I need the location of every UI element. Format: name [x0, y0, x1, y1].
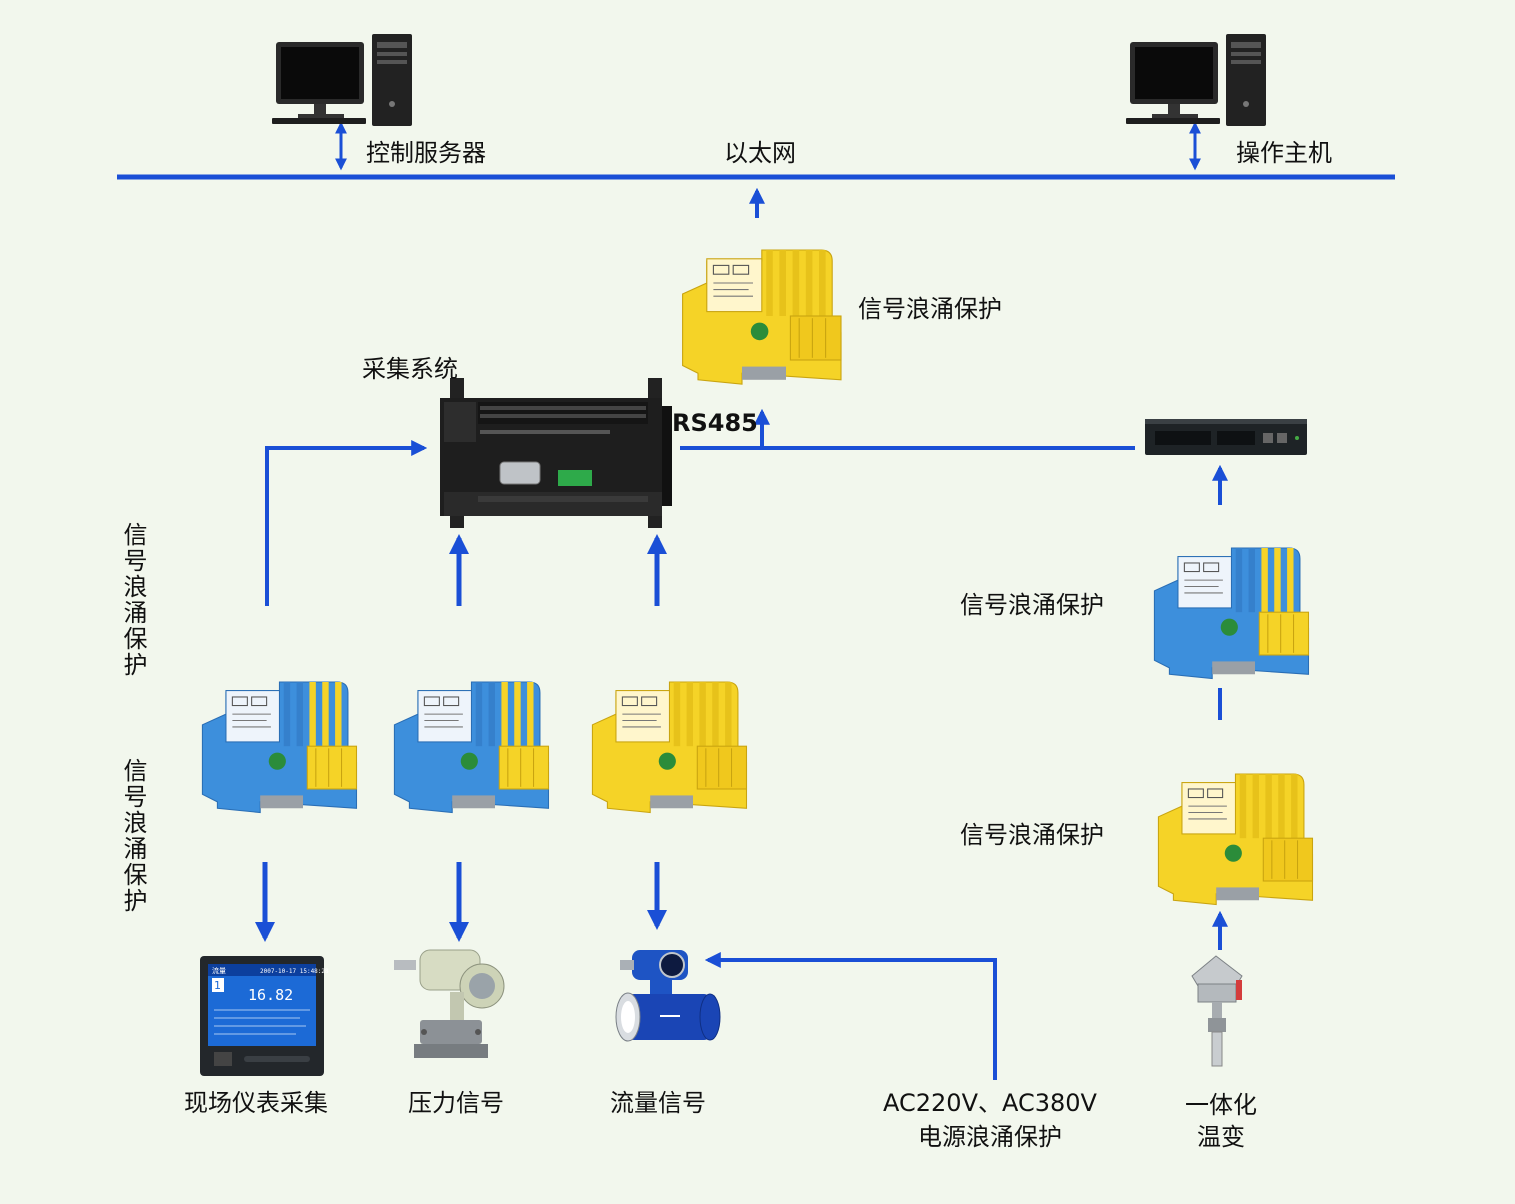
rs485-label: RS485: [672, 409, 758, 437]
right-lower-surge-protector-icon: [1157, 773, 1314, 906]
vertical-surge-label-1: 信号浪涌保护: [119, 522, 147, 678]
flow-surge-protector-icon: [591, 681, 748, 814]
right-upper-surge-protector-icon: [1153, 547, 1310, 680]
top-surge-label: 信号浪涌保护: [858, 295, 1002, 323]
field-instrument-label: 现场仪表采集: [184, 1089, 328, 1117]
pressure-signal-label: 压力信号: [408, 1089, 504, 1117]
flow-meter-icon: [615, 950, 721, 1042]
control-server-computer-icon: [272, 34, 412, 126]
middle-surge-protector-icon: [393, 681, 550, 814]
top-surge-protector-icon: [682, 249, 842, 385]
flow-signal-label: 流量信号: [610, 1089, 706, 1117]
power-to-flowmeter-arrow: [704, 952, 997, 1080]
recorder-title: 流量: [212, 966, 226, 975]
network-switch-icon: [1145, 419, 1307, 455]
right-low-surge-label: 信号浪涌保护: [960, 821, 1104, 849]
ethernet-label: 以太网: [724, 139, 796, 167]
paperless-recorder-icon: 流量 2007-10-17 15:48:28 1 16.82: [200, 956, 329, 1076]
vertical-surge-label-2: 信号浪涌保护: [119, 758, 147, 914]
operator-host-computer-icon: [1126, 34, 1266, 126]
right-mid-surge-label: 信号浪涌保护: [960, 591, 1104, 619]
temperature-transmitter-icon: [1191, 955, 1243, 1067]
temp-transmitter-label-line2: 温变: [1197, 1123, 1245, 1151]
plc-collection-system-icon: [440, 378, 672, 528]
left-surge-protector-icon: [201, 681, 358, 814]
recorder-datetime: 2007-10-17 15:48:28: [260, 968, 329, 975]
collection-system-label: 采集系统: [362, 355, 458, 383]
control-server-label: 控制服务器: [366, 139, 486, 167]
power-surge-label-line2: 电源浪涌保护: [918, 1123, 1062, 1151]
recorder-channel: 1: [214, 979, 221, 992]
temp-transmitter-label-line1: 一体化: [1185, 1091, 1257, 1119]
power-surge-label-line1: AC220V、AC380V: [883, 1089, 1097, 1117]
pressure-transmitter-icon: [394, 949, 505, 1058]
recorder-value: 16.82: [248, 986, 293, 1004]
operator-host-label: 操作主机: [1236, 139, 1332, 167]
left-to-plc-arrow: [265, 440, 428, 606]
